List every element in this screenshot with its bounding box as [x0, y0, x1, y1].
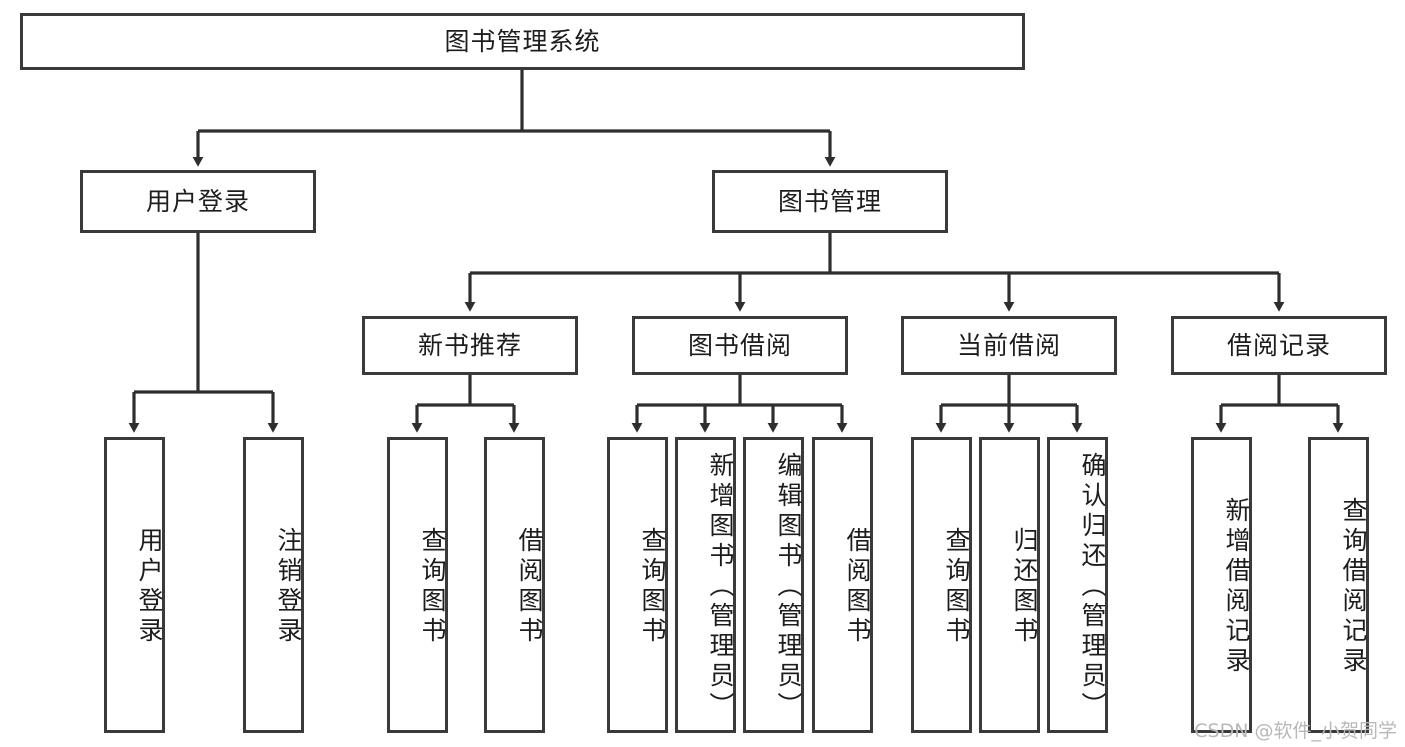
leaf-user-login[interactable]: 用户登录 — [104, 437, 165, 733]
leaf-user-login-label: 用户登录 — [135, 527, 164, 647]
node-book-management-label: 图书管理 — [777, 186, 882, 216]
node-user-login[interactable]: 用户登录 — [80, 170, 316, 233]
leaf-add-book-admin[interactable]: 新增图书（管理员） — [675, 437, 736, 733]
csdn-watermark: CSDN @软件_小贺同学 — [1194, 720, 1397, 742]
leaf-edit-book-admin-label: 编辑图书（管理员） — [774, 452, 803, 722]
leaf-add-borrow-record[interactable]: 新增借阅记录 — [1191, 437, 1252, 733]
leaf-add-book-admin-label: 新增图书（管理员） — [706, 452, 735, 722]
leaf-query-book-recommend[interactable]: 查询图书 — [387, 437, 448, 733]
node-borrow-records-label: 借阅记录 — [1226, 330, 1331, 360]
node-root[interactable]: 图书管理系统 — [20, 13, 1025, 70]
node-current-borrow[interactable]: 当前借阅 — [901, 316, 1117, 375]
leaf-return-book-label: 归还图书 — [1010, 527, 1039, 647]
node-book-borrow[interactable]: 图书借阅 — [632, 316, 848, 375]
leaf-query-book-recommend-label: 查询图书 — [418, 527, 447, 647]
leaf-add-borrow-record-label: 新增借阅记录 — [1222, 497, 1251, 677]
leaf-borrow-book-label: 借阅图书 — [843, 527, 872, 647]
node-book-borrow-label: 图书借阅 — [687, 330, 792, 360]
leaf-edit-book-admin[interactable]: 编辑图书（管理员） — [743, 437, 804, 733]
node-new-book-recommend-label: 新书推荐 — [417, 330, 522, 360]
node-borrow-records[interactable]: 借阅记录 — [1171, 316, 1387, 375]
leaf-borrow-book-recommend-label: 借阅图书 — [515, 527, 544, 647]
leaf-confirm-return-admin-label: 确认归还（管理员） — [1078, 452, 1107, 722]
leaf-query-borrow-record[interactable]: 查询借阅记录 — [1308, 437, 1369, 733]
leaf-query-book-borrow-label: 查询图书 — [638, 527, 667, 647]
node-book-management[interactable]: 图书管理 — [712, 170, 948, 233]
leaf-logout-label: 注销登录 — [274, 527, 303, 647]
leaf-confirm-return-admin[interactable]: 确认归还（管理员） — [1047, 437, 1108, 733]
leaf-return-book[interactable]: 归还图书 — [979, 437, 1040, 733]
leaf-logout[interactable]: 注销登录 — [243, 437, 304, 733]
leaf-borrow-book[interactable]: 借阅图书 — [812, 437, 873, 733]
leaf-query-book-current-label: 查询图书 — [942, 527, 971, 647]
node-new-book-recommend[interactable]: 新书推荐 — [362, 316, 578, 375]
leaf-query-book-current[interactable]: 查询图书 — [911, 437, 972, 733]
node-current-borrow-label: 当前借阅 — [956, 330, 1061, 360]
node-user-login-label: 用户登录 — [145, 186, 250, 216]
leaf-query-book-borrow[interactable]: 查询图书 — [607, 437, 668, 733]
leaf-query-borrow-record-label: 查询借阅记录 — [1339, 497, 1368, 677]
node-root-label: 图书管理系统 — [444, 26, 601, 56]
leaf-borrow-book-recommend[interactable]: 借阅图书 — [484, 437, 545, 733]
